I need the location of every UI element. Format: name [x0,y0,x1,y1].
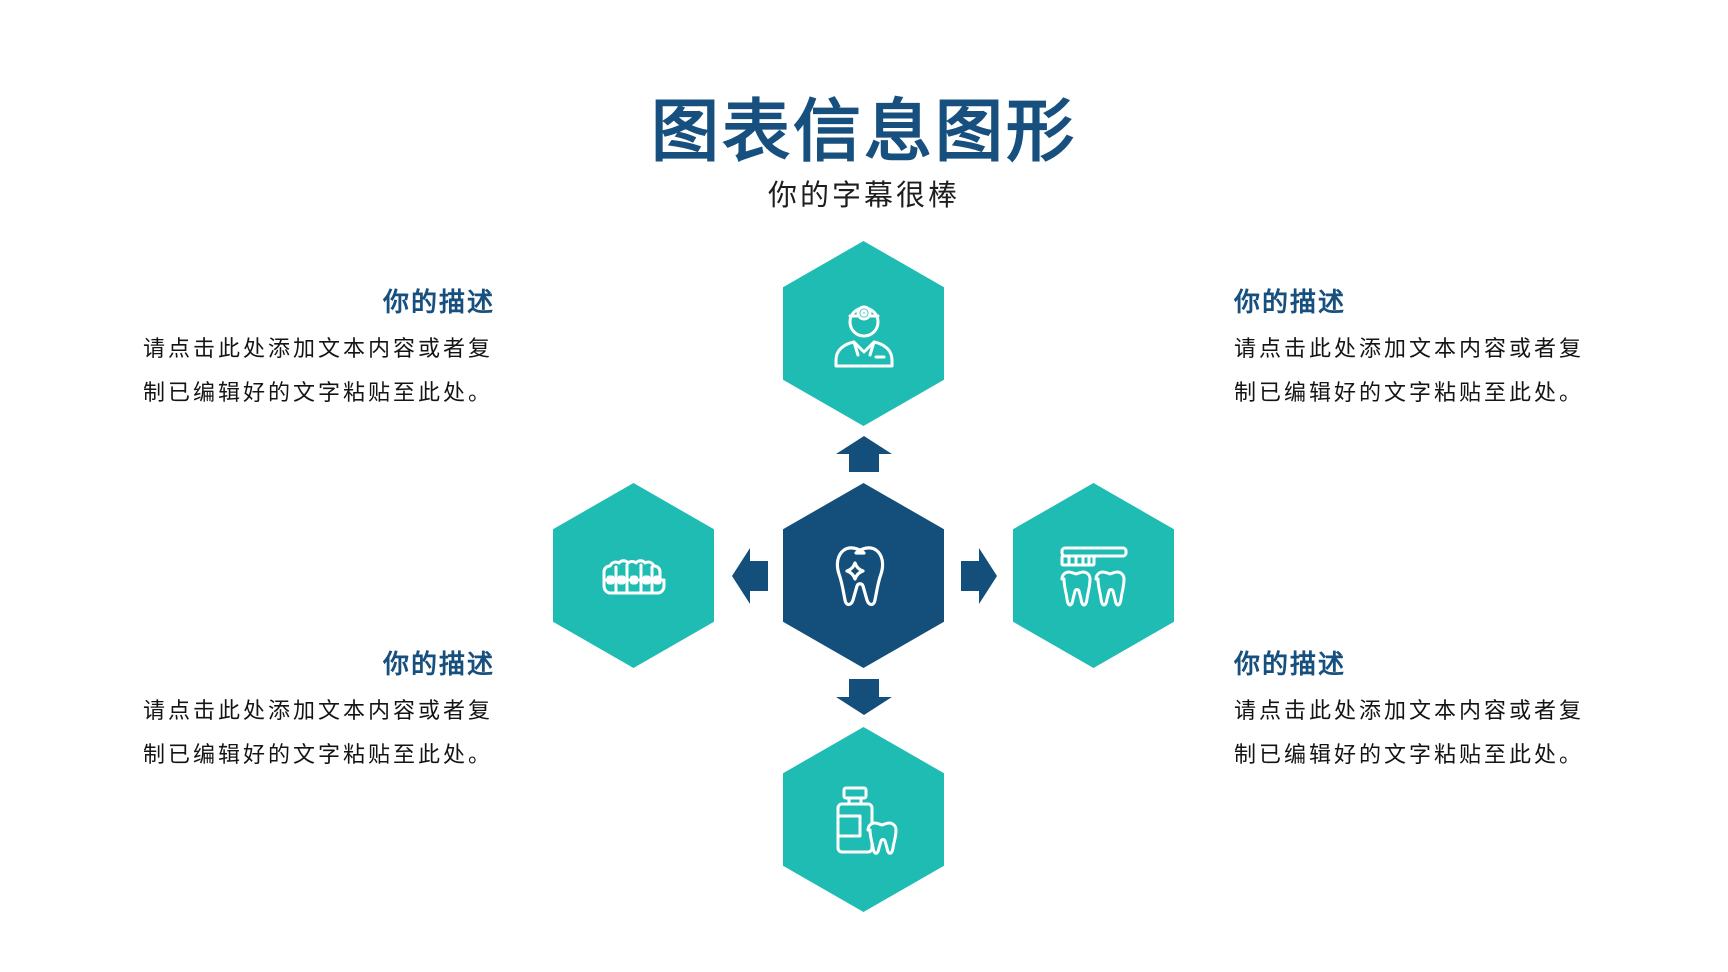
description-bottom-left: 你的描述 请点击此处添加文本内容或者复制已编辑好的文字粘贴至此处。 [143,648,499,777]
description-top-left: 你的描述 请点击此处添加文本内容或者复制已编辑好的文字粘贴至此处。 [143,286,499,415]
hexagon-center [783,483,944,668]
description-heading: 你的描述 [382,649,495,679]
hexagon-right [1013,483,1174,668]
description-text: 请点击此处添加文本内容或者复制已编辑好的文字粘贴至此处。 [143,698,494,767]
dental-braces-icon [602,558,665,594]
hexagon-top [783,241,944,426]
arrow-up-icon [836,436,892,472]
dentist-icon [834,305,893,367]
arrow-down-icon [836,679,892,715]
hexagon-bottom [783,727,944,912]
description-top-right: 你的描述 请点击此处添加文本内容或者复制已编辑好的文字粘贴至此处。 [1234,286,1590,415]
toothbrush-teeth-icon [1060,546,1127,606]
description-heading: 你的描述 [382,287,495,317]
description-heading: 你的描述 [1234,649,1347,679]
mouthwash-tooth-icon [836,786,897,855]
description-text: 请点击此处添加文本内容或者复制已编辑好的文字粘贴至此处。 [143,336,494,405]
arrow-left-icon [732,548,768,604]
description-text: 请点击此处添加文本内容或者复制已编辑好的文字粘贴至此处。 [1234,698,1585,767]
page-subtitle: 你的字幕很棒 [767,180,960,212]
page-title: 图表信息图形 [650,94,1077,170]
tooth-sparkle-icon [835,545,884,606]
hexagon-left [553,483,714,668]
description-bottom-right: 你的描述 请点击此处添加文本内容或者复制已编辑好的文字粘贴至此处。 [1234,648,1590,777]
description-text: 请点击此处添加文本内容或者复制已编辑好的文字粘贴至此处。 [1234,336,1585,405]
description-heading: 你的描述 [1234,287,1347,317]
arrow-right-icon [961,548,997,604]
